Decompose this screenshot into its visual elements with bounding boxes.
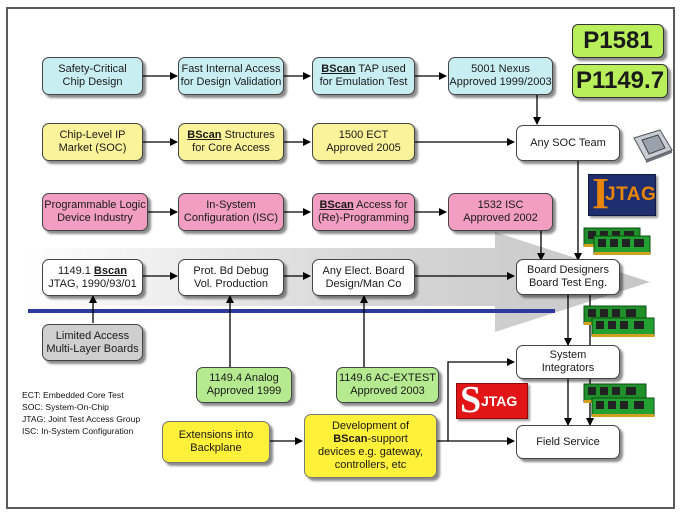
box-bscan-tap-rest: TAP used <box>355 63 406 75</box>
box-dev-rest: -support <box>367 433 408 445</box>
box-ect-line2: Approved 2005 <box>326 142 401 154</box>
box-1532-line2: Approved 2002 <box>463 212 538 224</box>
box-ect-line1: 1500 ECT <box>338 129 389 141</box>
ijtag-logo-text: JTAG <box>605 184 657 205</box>
box-dev-line1: Development of <box>331 420 410 432</box>
box-fast-line1: Fast Internal Access <box>181 63 281 75</box>
box-plogic-line1: Programmable Logic <box>44 199 146 211</box>
box-board-des-line1: Board Designers <box>527 264 609 276</box>
legend-item: SOC: System-On-Chip <box>22 402 109 412</box>
circuit-boards-icon <box>583 227 655 417</box>
box-elect-line2: Design/Man Co <box>325 277 402 290</box>
box-limited-line2: Multi-Layer Boards <box>46 342 139 355</box>
box-soc-team-label: Any SOC Team <box>530 136 606 149</box>
box-fast-line2: for Design Validation <box>180 76 282 88</box>
sjtag-logo-text: JTAG <box>481 393 518 409</box>
box-bscan-reprogramming: BScan Access for(Re)-Programming <box>312 193 415 231</box>
box-chip-ip-line2: Market (SOC) <box>58 142 127 154</box>
box-nexus-line2: Approved 1999/2003 <box>449 76 552 88</box>
arrow-dev-to-sysint <box>447 358 515 441</box>
box-prot-line2: Vol. Production <box>194 277 268 290</box>
box-analog-line1: 1149.4 Analog <box>209 372 279 384</box>
box-bscan-tap-bold: BScan <box>321 63 356 75</box>
box-soc-team: Any SOC Team <box>516 125 620 161</box>
box-ext-line1: Extensions into <box>178 429 254 441</box>
standard-p1149-7-label: P1149.7 <box>575 67 665 94</box>
box-field-service: Field Service <box>516 425 620 459</box>
box-isc-cfg-line2: Configuration (ISC) <box>183 212 279 224</box>
box-bscan-struct-bold: BScan <box>187 129 222 141</box>
box-1149-line2: JTAG, 1990/93/01 <box>48 277 137 290</box>
box-limited-line1: Limited Access <box>55 329 130 342</box>
box-bscan-tap-line2: for Emulation Test <box>319 76 408 88</box>
box-analog-line2: Approved 1999 <box>206 385 282 397</box>
box-plogic-line2: Device Industry <box>57 212 133 224</box>
box-bscan-struct-rest: Structures <box>221 129 275 141</box>
box-prot-line1: Prot. Bd Debug <box>193 264 269 277</box>
standard-p1581-label: P1581 <box>583 27 653 54</box>
legend-item: JTAG: Joint Test Access Group <box>22 414 141 424</box>
box-acextest-line2: Approved 2003 <box>350 385 425 397</box>
legend-item: ISC: In-System Configuration <box>22 426 134 436</box>
sjtag-logo: S JTAG <box>456 379 528 421</box>
box-1149-bold: Bscan <box>93 264 127 277</box>
standard-p1149-7: P1149.7 <box>572 64 668 98</box>
abbreviation-legend: ECT: Embedded Core Test SOC: System-On-C… <box>22 389 140 437</box>
box-safety-critical-line2: Chip Design <box>62 76 123 88</box>
box-acextest-line1: 1149.6 AC-EXTEST <box>339 372 437 384</box>
standard-p1581: P1581 <box>572 24 664 58</box>
box-nexus-line1: 5001 Nexus <box>471 63 530 75</box>
box-isc-cfg-line1: In-System <box>206 199 256 211</box>
box-ext-line2: Backplane <box>190 442 242 454</box>
box-bscan-struct-line2: for Core Access <box>192 142 270 154</box>
box-safety-critical-line1: Safety-Critical <box>58 63 127 75</box>
legend-item: ECT: Embedded Core Test <box>22 390 124 400</box>
box-board-des-line2: Board Test Eng. <box>528 277 608 289</box>
ijtag-logo-letter: I <box>592 169 610 218</box>
sjtag-logo-letter: S <box>460 379 482 421</box>
box-dev-bold: BScan <box>333 433 368 445</box>
box-sysint-line1: System <box>549 349 587 361</box>
box-bscan-prog-rest: Access for <box>353 199 408 211</box>
box-dev-line3: devices e.g. gateway, <box>318 446 423 458</box>
box-chip-ip-line1: Chip-Level IP <box>59 129 126 141</box>
box-1149-pre: 1149.1 <box>58 264 94 277</box>
ijtag-logo: I JTAG <box>588 169 657 218</box>
box-bscan-prog-bold: BScan <box>319 199 354 211</box>
box-dev-line4: controllers, etc <box>334 459 407 471</box>
box-field-label: Field Service <box>536 435 600 448</box>
box-bscan-prog-line2: (Re)-Programming <box>317 212 410 224</box>
box-1532-line1: 1532 ISC <box>477 199 524 211</box>
box-sysint-line2: Integrators <box>541 362 595 374</box>
processor-chip-icon <box>633 129 673 163</box>
box-elect-line1: Any Elect. Board <box>322 264 405 277</box>
